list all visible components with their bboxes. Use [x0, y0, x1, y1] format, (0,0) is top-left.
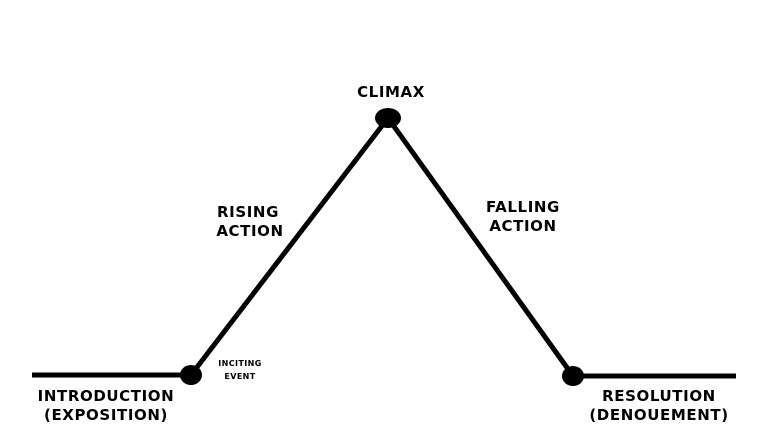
introduction-label-line-2: (EXPOSITION): [44, 406, 168, 424]
introduction-label-line-1: INTRODUCTION: [38, 387, 175, 405]
rising-action-label-line-1: RISING: [217, 203, 279, 221]
resolution-label-line-2: (DENOUEMENT): [589, 406, 728, 424]
falling-action-line: [385, 115, 576, 379]
climax-label: CLIMAX: [357, 83, 425, 101]
rising-action-label-line-2: ACTION: [216, 222, 283, 240]
falling-action-label-line-2: ACTION: [489, 217, 556, 235]
inciting-event-node: [180, 365, 202, 385]
resolution-node: [562, 366, 584, 386]
resolution-label-line-1: RESOLUTION: [602, 387, 716, 405]
falling-action-label-line-1: FALLING: [486, 198, 560, 216]
rising-action-line: [188, 115, 391, 378]
inciting-event-label-line-1: INCITING: [218, 359, 261, 368]
climax-node: [375, 108, 401, 128]
inciting-event-label-line-2: EVENT: [224, 372, 255, 381]
